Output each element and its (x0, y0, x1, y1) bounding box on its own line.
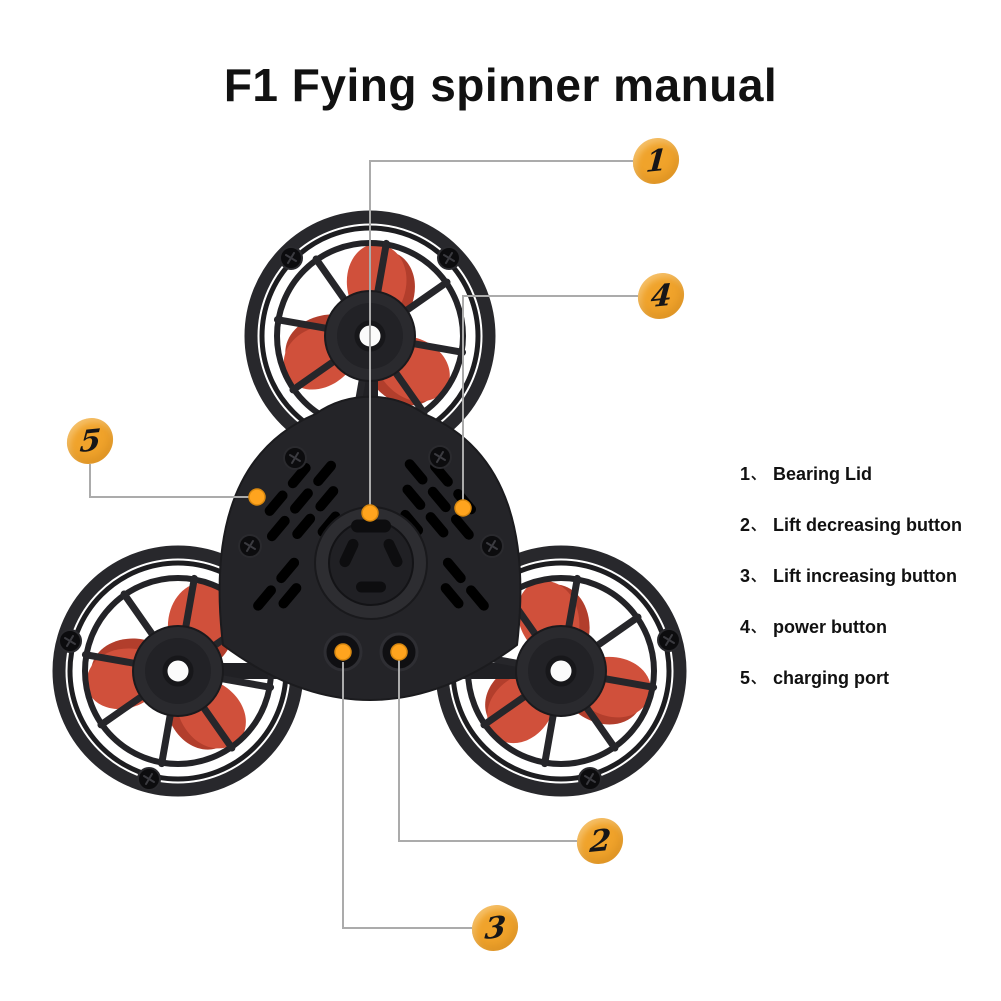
marker-lift-decreasing (390, 643, 408, 661)
legend-separator: 、 (751, 568, 766, 584)
legend-item-label: power button (773, 617, 887, 637)
legend-item-lift-decreasing: 2、 Lift decreasing button (740, 515, 962, 537)
legend-item-number: 1 (740, 464, 751, 484)
callout-markers (248, 488, 472, 661)
callout-line-4 (462, 295, 638, 500)
legend-item-number: 2 (740, 515, 751, 535)
marker-charging-port (248, 488, 266, 506)
legend-item-number: 3 (740, 566, 751, 586)
marker-power-button (454, 499, 472, 517)
page-title: F1 Fying spinner manual (223, 59, 778, 111)
callout-line-3 (342, 662, 472, 929)
marker-bearing-lid (361, 504, 379, 522)
legend-item-lift-increasing: 3、 Lift increasing button (740, 566, 962, 588)
legend-item-label: Bearing Lid (773, 464, 873, 484)
parts-legend: 1、Bearing Lid 2、Lift decreasing button 3… (740, 464, 962, 719)
legend-item-number: 4 (740, 617, 751, 637)
legend-item-bearing-lid: 1、 Bearing Lid (740, 464, 962, 486)
legend-item-power-button: 4、 power button (740, 617, 962, 639)
callout-lines (89, 160, 638, 929)
callout-line-1 (369, 160, 633, 506)
legend-item-label: charging port (773, 668, 890, 688)
center-hub (314, 506, 428, 620)
legend-item-number: 5 (740, 668, 751, 688)
legend-item-label: Lift decreasing button (773, 515, 963, 535)
marker-lift-increasing (334, 643, 352, 661)
legend-item-label: Lift increasing button (773, 566, 958, 586)
callout-line-2 (398, 660, 577, 842)
legend-item-charging-port: 5、 charging port (740, 668, 962, 690)
legend-separator: 、 (751, 517, 766, 533)
legend-separator: 、 (751, 466, 766, 482)
legend-separator: 、 (751, 670, 766, 686)
callout-line-5 (89, 464, 249, 498)
bearing-lid-slot (351, 519, 391, 533)
legend-separator: 、 (751, 619, 766, 635)
